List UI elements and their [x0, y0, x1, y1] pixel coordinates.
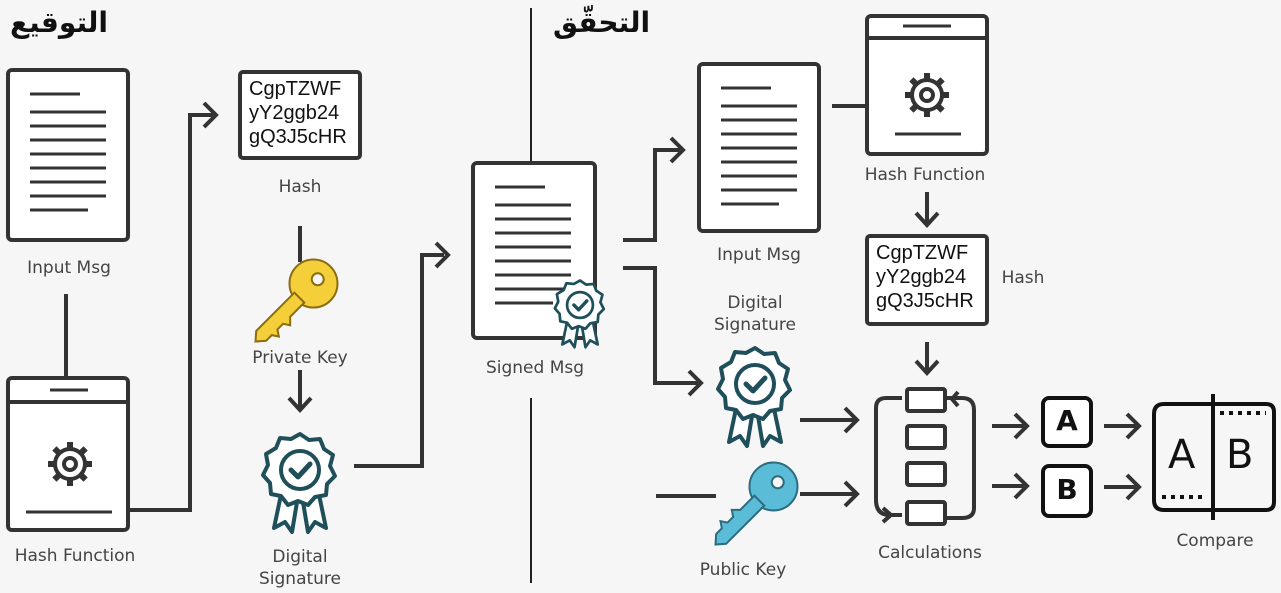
calculations-label: Calculations [878, 543, 982, 563]
compare-label: Compare [1176, 531, 1254, 551]
input-msg-document-icon [6, 68, 130, 242]
hash-function-label: Hash Function [14, 546, 136, 566]
compare-a-letter: A [1168, 432, 1196, 478]
verify-input-msg-document-icon [697, 62, 821, 233]
hash-line: gQ3J5cHR [876, 290, 974, 312]
hash-line: CgpTZWF [249, 78, 342, 100]
digital-signature-badge-icon [263, 434, 335, 532]
result-a-box [1041, 396, 1093, 448]
hash-line: yY2ggb24 [876, 266, 967, 288]
result-b-box [1041, 464, 1093, 518]
signing-title: التوقيع [10, 6, 108, 39]
hash-value-box: CgpTZWF yY2ggb24 gQ3J5cHR [238, 70, 362, 160]
digital-signature-label: Digital Signature [258, 547, 341, 589]
result-a-letter: A [1056, 404, 1078, 437]
signed-msg-label: Signed Msg [485, 358, 585, 378]
compare-icon [1152, 394, 1276, 520]
verify-digital-signature-label: Digital Signature [713, 293, 796, 335]
compare-b-letter: B [1226, 432, 1254, 478]
verify-input-msg-label: Input Msg [717, 245, 801, 265]
hash-line: gQ3J5cHR [249, 126, 347, 148]
verification-title: التحقّق [553, 6, 651, 39]
verify-hash-value-box: CgpTZWF yY2ggb24 gQ3J5cHR [865, 234, 989, 326]
verify-hash-function-box [865, 14, 989, 156]
hash-line: CgpTZWF [876, 242, 969, 264]
verify-hash-label: Hash [1001, 268, 1045, 288]
result-b-letter: B [1056, 473, 1078, 506]
input-msg-label: Input Msg [27, 258, 111, 278]
hash-function-box [6, 376, 130, 532]
private-key-label: Private Key [252, 348, 348, 368]
public-key-label: Public Key [699, 560, 787, 580]
hash-line: yY2ggb24 [249, 102, 340, 124]
verify-digital-signature-badge-icon [718, 348, 790, 446]
public-key-icon [714, 461, 799, 546]
hash-label: Hash [278, 177, 322, 197]
verify-hash-function-label: Hash Function [864, 165, 986, 185]
private-key-icon [254, 258, 339, 343]
calculations-icon [874, 387, 976, 526]
